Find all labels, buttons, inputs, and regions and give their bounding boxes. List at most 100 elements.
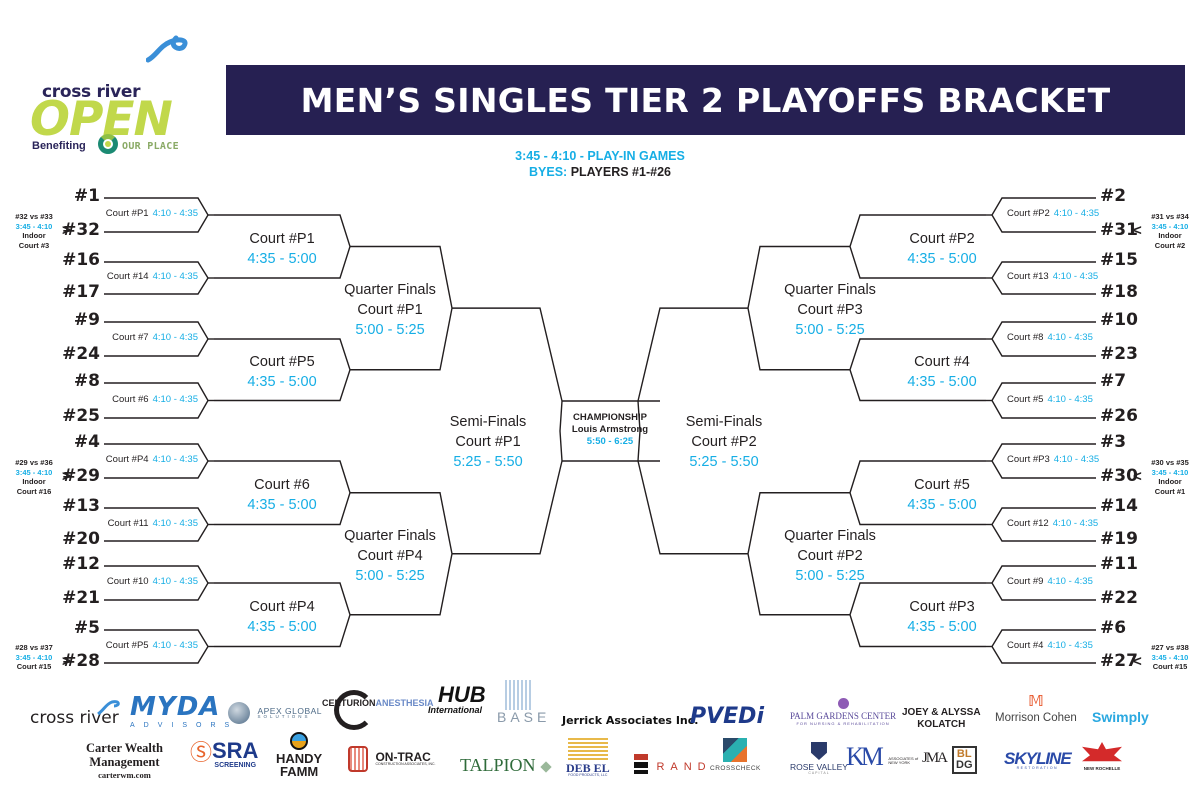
- court-name: Court #14: [106, 271, 149, 282]
- flower-icon: [837, 698, 849, 709]
- sponsor-pvedi: PVEDi: [690, 704, 764, 729]
- playin-match: #30 vs #35: [1151, 458, 1189, 467]
- match-time: 4:10 - 4:35: [1047, 639, 1093, 651]
- playin-match: #32 vs #33: [15, 212, 53, 221]
- sponsor-new-rochelle: NEW ROCHELLE: [1082, 742, 1122, 772]
- match-time: 4:35 - 5:00: [907, 618, 977, 635]
- playin-match: #27 vs #38: [1151, 643, 1189, 652]
- sponsor-handy-famm: HANDY FAMM: [276, 732, 322, 778]
- cross-river-open-logo: cross river OPEN Benefiting OUR PLACE: [28, 30, 188, 160]
- seed-label: #13: [62, 496, 100, 516]
- seed-label: #23: [1100, 344, 1138, 364]
- court-name: Court #10: [106, 576, 149, 587]
- court-name: Court #P3: [909, 598, 975, 615]
- match-time: 5:25 - 5:50: [453, 454, 523, 470]
- match-time: 4:35 - 5:00: [247, 618, 317, 635]
- semifinal-bracket: [452, 307, 563, 555]
- match-time: 4:10 - 4:35: [1052, 271, 1099, 282]
- playin-match: #28 vs #37: [15, 643, 53, 652]
- match-time: 4:10 - 4:35: [1047, 393, 1093, 405]
- sponsor-jma: JMA: [922, 750, 948, 766]
- seed-label: #20: [62, 529, 100, 549]
- match-time: 4:10 - 4:35: [152, 517, 198, 529]
- court-name: Court #P1: [455, 434, 521, 450]
- seed-label: #25: [62, 406, 100, 426]
- court-name: Court #P1: [105, 208, 149, 219]
- playin-time: 3:45 - 4:10: [1151, 221, 1189, 231]
- court-name: Court #P4: [105, 454, 149, 465]
- seed-label: #10: [1100, 310, 1138, 330]
- building-icon: [505, 680, 531, 710]
- sponsor-skyline: SKYLINE RESTORATION: [1004, 749, 1072, 770]
- playin-court: Court #15: [16, 662, 52, 671]
- sponsor-logos: cross river MYDA ADVISORS APEX GLOBAL SO…: [0, 680, 1200, 800]
- playin-time: 3:45 - 4:10: [15, 652, 53, 662]
- seed-label: #14: [1100, 496, 1138, 516]
- match-time: 5:00 - 5:25: [355, 322, 425, 339]
- seed-label: #28: [62, 651, 100, 671]
- match-time: 4:10 - 4:35: [152, 454, 198, 465]
- building-icon: [348, 746, 368, 772]
- match-time: 4:10 - 4:35: [152, 208, 198, 219]
- championship-match: CHAMPIONSHIP Louis Armstrong 5:50 - 6:25: [560, 412, 660, 448]
- seed-label: #31: [1100, 220, 1138, 240]
- court-name: Court #P1: [249, 230, 315, 247]
- match-time: 5:00 - 5:25: [355, 567, 425, 584]
- match-time: 4:10 - 4:35: [1047, 576, 1093, 587]
- court-name: Court #8: [1007, 332, 1044, 343]
- seed-label: #24: [62, 344, 100, 364]
- sponsor-sra-screening: Ⓢ SRA SCREENING: [190, 738, 259, 770]
- seed-label: #8: [73, 371, 100, 391]
- seed-label: #4: [73, 432, 100, 452]
- schedule-info: 3:45 - 4:10 - PLAY-IN GAMES BYES: PLAYER…: [480, 148, 720, 180]
- seed-label: #32: [62, 220, 100, 240]
- seed-label: #29: [62, 466, 100, 486]
- seed-label: #17: [62, 282, 100, 302]
- sponsor-deb-el: DEB EL FOOD PRODUCTS, LLC: [566, 738, 610, 778]
- squares-icon: [634, 754, 648, 774]
- sponsor-hub-international: HUB International: [428, 682, 486, 715]
- seed-label: #2: [1100, 186, 1127, 206]
- sponsor-on-trac: ON-TRAC CONSTRUCTION ASSOCIATES, INC.: [348, 746, 435, 772]
- sponsor-centurion-anesthesia: CENTURIONANESTHESIA: [322, 690, 434, 730]
- sponsor-apex-global: APEX GLOBAL SOLUTIONS: [228, 702, 322, 724]
- playin-venue: Indoor: [1158, 231, 1182, 240]
- match-time: 5:00 - 5:25: [795, 322, 865, 339]
- seed-label: #27: [1100, 651, 1138, 671]
- playin-info: 3:45 - 4:10 - PLAY-IN GAMES: [515, 149, 685, 163]
- sponsor-morrison-cohen: 𝕄 Morrison Cohen: [995, 693, 1077, 724]
- round-title: Semi-Finals: [685, 414, 763, 430]
- playin-venue: Indoor: [22, 231, 46, 240]
- apex-globe-icon: [228, 702, 250, 724]
- arrow-icon: <: [1133, 468, 1142, 485]
- sponsor-rose-valley: ROSE VALLEY CAPITAL: [790, 742, 848, 775]
- playin-match: #29 vs #36: [15, 458, 53, 467]
- diamond-icon: [540, 761, 552, 773]
- match-time: 4:10 - 4:35: [1052, 517, 1099, 529]
- match-time: 4:35 - 5:00: [907, 250, 977, 267]
- sponsor-kolatch: JOEY & ALYSSA KOLATCH: [902, 707, 981, 730]
- byes-label: BYES:: [529, 165, 568, 179]
- seed-label: #18: [1100, 282, 1138, 302]
- semifinal-bracket: [637, 307, 748, 555]
- court-name: Court #P5: [105, 639, 149, 651]
- seed-label: #1: [73, 186, 100, 206]
- seed-label: #21: [62, 588, 100, 608]
- playin-court: Court #16: [16, 486, 52, 496]
- seed-label: #7: [1100, 371, 1127, 391]
